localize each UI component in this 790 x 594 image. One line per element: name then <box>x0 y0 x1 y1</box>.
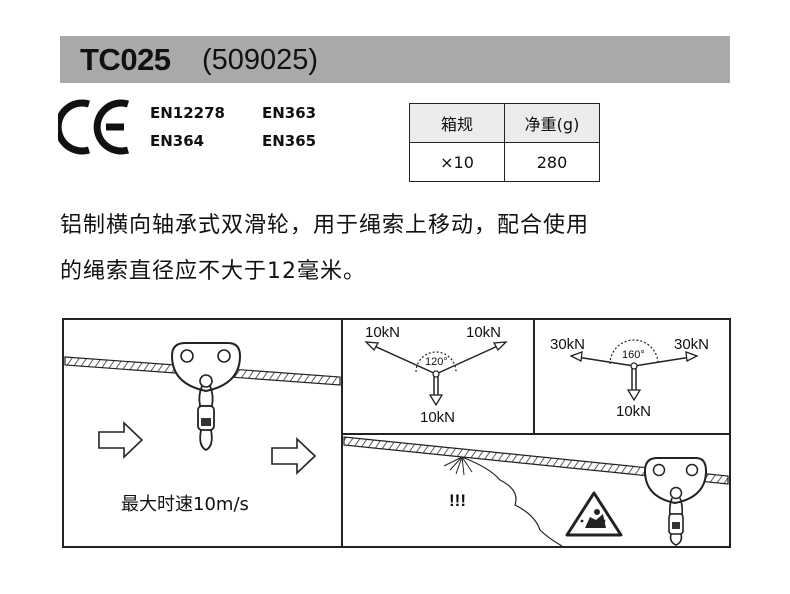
force-label: 10kN <box>466 324 502 341</box>
force-label: 30kN <box>674 336 710 353</box>
warning-label: !!! <box>449 491 466 510</box>
table-cell: ×10 <box>409 142 505 182</box>
pulley-on-rope-illustration <box>64 342 341 475</box>
force-diagram-160 <box>569 339 699 402</box>
force-label: 10kN <box>616 403 652 420</box>
standard-label: EN12278 <box>150 104 225 122</box>
speed-label: 最大时速10m/s <box>121 494 249 515</box>
standard-label: EN365 <box>262 132 317 150</box>
force-diagram-120 <box>364 341 508 407</box>
standard-label: EN364 <box>150 132 205 150</box>
warning-icon <box>565 491 623 537</box>
table-row: ×10 280 <box>409 142 600 182</box>
product-code: TC025 <box>80 42 171 77</box>
angle-label: 160° <box>622 349 645 361</box>
standard-label: EN363 <box>262 104 317 122</box>
force-label: 10kN <box>365 324 401 341</box>
table-cell: 280 <box>504 142 600 182</box>
table-header-row: 箱规 净重(g) <box>409 103 600 143</box>
direction-arrow-icon <box>98 421 144 459</box>
ce-mark-icon <box>58 99 129 155</box>
rock-edge-illustration <box>343 436 729 547</box>
direction-arrow-icon <box>271 437 317 475</box>
description-line: 铝制横向轴承式双滑轮，用于绳索上移动，配合使用 <box>60 213 590 238</box>
force-label: 30kN <box>550 336 586 353</box>
force-label: 10kN <box>420 409 456 426</box>
table-header-cell: 箱规 <box>409 103 505 143</box>
product-number: (509025) <box>202 44 319 76</box>
spec-table: 箱规 净重(g) ×10 280 <box>409 103 600 182</box>
table-header-cell: 净重(g) <box>504 103 600 143</box>
description-line: 的绳索直径应不大于12毫米。 <box>60 259 366 284</box>
angle-label: 120° <box>425 356 448 368</box>
title-bar: TC025 (509025) <box>60 36 730 83</box>
